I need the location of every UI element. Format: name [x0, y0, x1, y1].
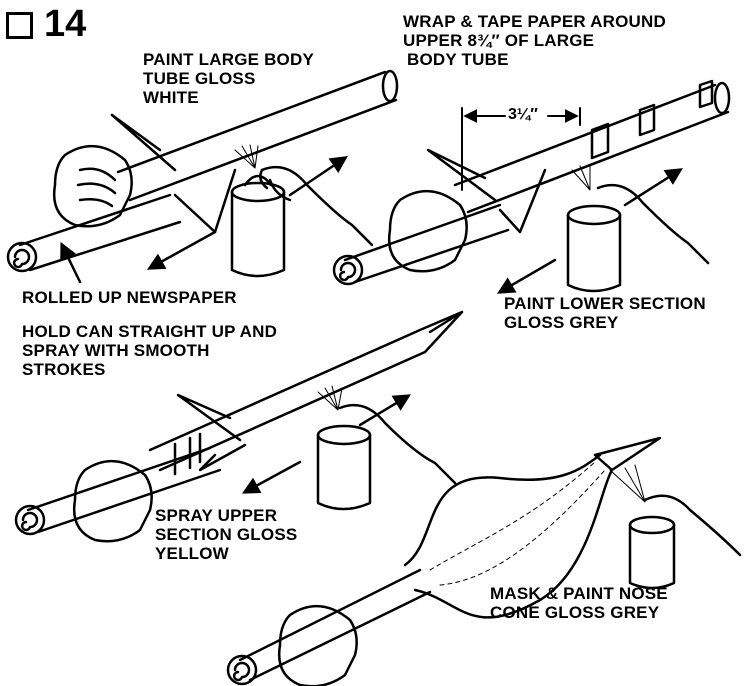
bag-fold-lines — [429, 461, 606, 586]
hand-holding-2 — [387, 189, 468, 273]
newspaper-roll-1 — [18, 193, 182, 272]
hand-on-can-3 — [338, 403, 457, 485]
hand-holding-1 — [52, 144, 133, 228]
spray-can-1 — [230, 190, 286, 278]
spray-mist-1 — [234, 144, 259, 169]
nose-cone — [593, 436, 662, 472]
arrow-stroke-up-3 — [358, 394, 411, 427]
label-mask-nose: MASK & PAINT NOSE CONE GLOSS GREY — [490, 584, 668, 622]
label-rolled-newspaper: ROLLED UP NEWSPAPER — [22, 288, 237, 307]
newspaper-roll-3 — [26, 446, 222, 534]
leader-newspaper — [60, 241, 82, 284]
label-wrap-tape: WRAP & TAPE PAPER AROUND UPPER 8¾″ OF LA… — [403, 12, 666, 69]
panel-mask-nose — [226, 436, 742, 686]
hand-holding-3 — [72, 459, 153, 543]
coupler-3 — [173, 432, 202, 476]
hand-holding-4 — [277, 604, 358, 686]
spray-can-2 — [566, 213, 622, 293]
spray-mist-3 — [317, 385, 343, 411]
newspaper-roll-4 — [238, 568, 432, 682]
tape-2 — [638, 103, 656, 137]
masking-bag — [403, 453, 614, 619]
arrow-stroke-up-2 — [623, 168, 683, 207]
hand-on-can-4 — [643, 494, 742, 557]
step-number: 14 — [44, 3, 87, 45]
newspaper-roll-2 — [343, 203, 510, 284]
label-spray-upper-yellow: SPRAY UPPER SECTION GLOSS YELLOW — [155, 506, 298, 563]
arrow-stroke-down-3 — [241, 460, 302, 494]
hand-on-can-1 — [260, 165, 374, 247]
arrow-stroke-down-2 — [496, 258, 557, 294]
dimension-line — [461, 107, 581, 191]
fin-6 — [198, 443, 247, 472]
step-checkbox[interactable] — [6, 12, 33, 39]
fin-4 — [498, 168, 547, 234]
arrow-stroke-up-1 — [288, 156, 348, 197]
tape-3 — [698, 79, 714, 109]
spray-mist-2 — [571, 164, 591, 191]
tape-1 — [590, 122, 610, 160]
body-tube-1 — [116, 70, 398, 202]
body-tube-2 — [453, 83, 730, 214]
fin-3 — [426, 148, 497, 202]
label-paint-lower-grey: PAINT LOWER SECTION GLOSS GREY — [504, 294, 706, 332]
rocket-body-3 — [148, 310, 464, 472]
newspaper-roll-end-1 — [6, 241, 38, 273]
hand-on-can-2 — [596, 183, 710, 265]
label-hold-can: HOLD CAN STRAIGHT UP AND SPRAY WITH SMOO… — [22, 322, 278, 379]
panel-paint-lower-grey — [332, 79, 731, 294]
panel-paint-body-white — [6, 69, 399, 284]
label-dimension: 3¼″ — [508, 106, 538, 123]
spray-mist-4 — [609, 464, 646, 503]
spray-can-3 — [316, 433, 372, 511]
panel-spray-upper-yellow — [14, 310, 464, 543]
label-paint-body-white: PAINT LARGE BODY TUBE GLOSS WHITE — [143, 50, 315, 107]
arrow-stroke-down-1 — [146, 230, 217, 270]
fin-1 — [110, 113, 177, 172]
spray-can-4 — [628, 523, 676, 590]
fin-5 — [176, 393, 242, 442]
